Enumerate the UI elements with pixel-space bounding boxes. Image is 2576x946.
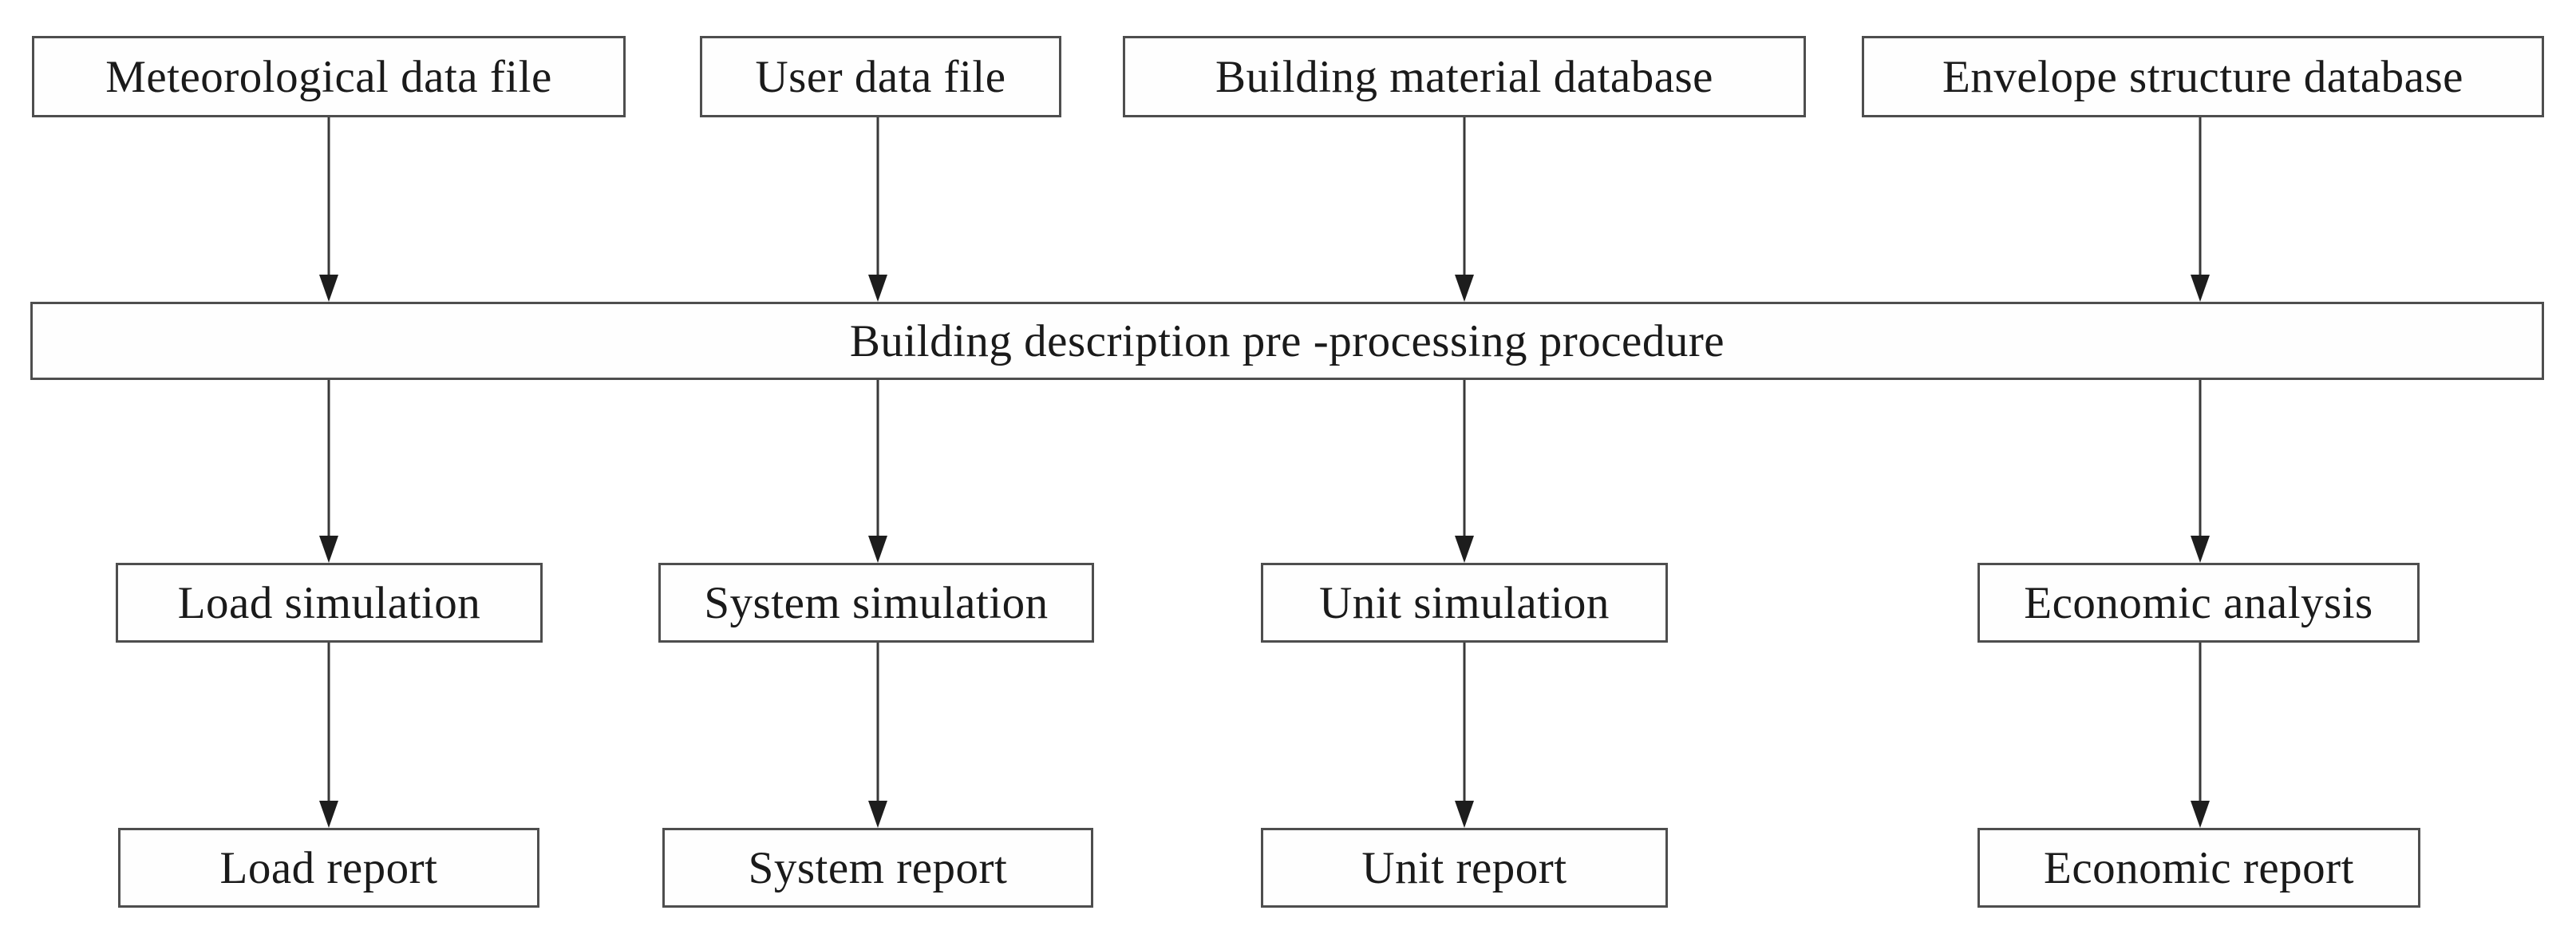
arrowhead-down-icon [319,275,338,302]
arrow-preprocess-to-system [868,380,887,563]
arrowhead-down-icon [2191,801,2210,828]
arrow-shaft [2199,380,2202,542]
flow-node-unit-simulation: Unit simulation [1261,563,1668,643]
flow-node-envelope-structure-database: Envelope structure database [1862,36,2544,117]
arrowhead-down-icon [1455,536,1474,563]
arrow-envelope-to-preprocess [2191,117,2210,302]
arrow-shaft [1463,643,1466,807]
flow-node-load-simulation: Load simulation [116,563,543,643]
arrow-preprocess-to-load [319,380,338,563]
arrowhead-down-icon [868,536,887,563]
flow-node-economic-analysis: Economic analysis [1977,563,2420,643]
arrow-shaft [1463,380,1466,542]
flow-node-meteorological-data-file: Meteorological data file [32,36,626,117]
arrow-shaft [876,117,879,281]
arrowhead-down-icon [868,801,887,828]
arrow-shaft [2199,117,2202,281]
arrow-shaft [876,380,879,542]
arrow-user-to-preprocess [868,117,887,302]
arrow-preprocess-to-economic [2191,380,2210,563]
arrow-shaft [1463,117,1466,281]
arrowhead-down-icon [868,275,887,302]
arrow-economic-to-report [2191,643,2210,828]
flow-node-system-simulation: System simulation [658,563,1094,643]
arrowhead-down-icon [1455,801,1474,828]
arrow-shaft [2199,643,2202,807]
flow-node-load-report: Load report [118,828,539,908]
arrow-shaft [327,117,330,281]
flow-node-economic-report: Economic report [1977,828,2420,908]
flow-node-building-material-database: Building material database [1123,36,1806,117]
arrow-preprocess-to-unit [1455,380,1474,563]
arrowhead-down-icon [319,536,338,563]
arrow-shaft [327,380,330,542]
flow-node-building-description-preprocessing: Building description pre -processing pro… [30,302,2544,380]
arrowhead-down-icon [319,801,338,828]
arrow-met-to-preprocess [319,117,338,302]
flow-node-unit-report: Unit report [1261,828,1668,908]
arrowhead-down-icon [2191,275,2210,302]
flow-node-system-report: System report [662,828,1093,908]
flow-node-user-data-file: User data file [700,36,1061,117]
arrow-shaft [876,643,879,807]
arrow-shaft [327,643,330,807]
arrow-unit-sim-to-report [1455,643,1474,828]
arrow-material-to-preprocess [1455,117,1474,302]
arrow-load-sim-to-report [319,643,338,828]
arrowhead-down-icon [1455,275,1474,302]
arrowhead-down-icon [2191,536,2210,563]
arrow-system-sim-to-report [868,643,887,828]
